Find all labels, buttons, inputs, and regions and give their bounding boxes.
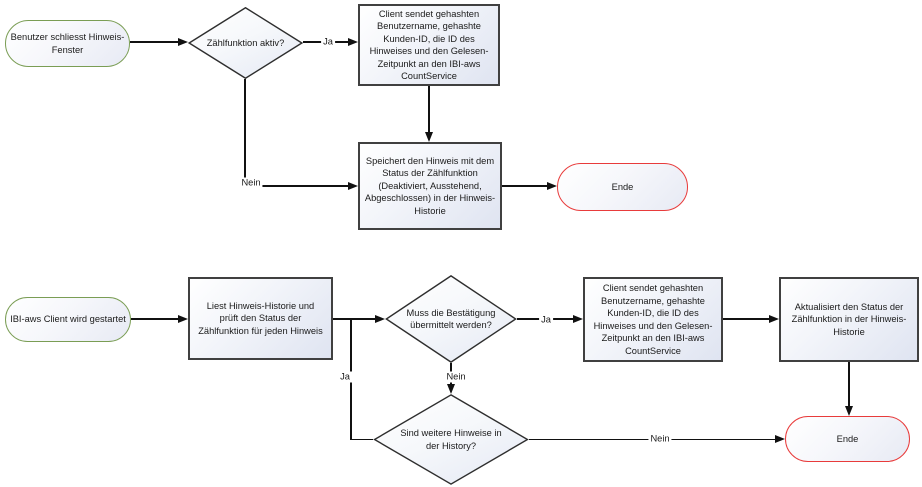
edge-label-ja: Ja [321,36,335,48]
flow2-process-aktualisiert-label: Aktualisiert den Status der Zählfunktion… [791,301,907,337]
flow1-process-client-sendet-label: Client sendet gehashten Benutzername, ge… [369,8,489,82]
arrowhead-f2-nein [446,384,455,394]
flow2-start-label: IBI-aws Client wird gestartet [10,314,126,325]
flow2-end-terminator: Ende [785,416,910,462]
diamond-shape [188,7,303,79]
flow2-process-liest: Liest Hinweis-Historie und prüft den Sta… [188,277,333,360]
diamond-shape [373,394,529,485]
connector-f2-aktualisiert-to-ende [848,362,850,406]
connector-f1-start-to-decision [130,41,178,43]
edge-label-nein-bestaetigung: Nein [444,371,468,383]
flow1-decision-label: Zählfunktion aktiv? [206,37,285,48]
flow2-end-label: Ende [836,433,859,444]
arrowhead-f1-start-to-decision [178,37,188,46]
connector-f2-client-to-aktualisiert [723,318,769,320]
flow1-decision-zaehlfunktion: Zählfunktion aktiv? [188,7,303,79]
flow1-end-label: Ende [611,181,634,192]
connector-f1-nein-horizontal [244,185,348,187]
connector-f1-to-ende [502,185,547,187]
flow1-start-terminator: Benutzer schliesst Hinweis- Fenster [5,20,130,67]
connector-f1-nein-vertical [244,79,246,186]
edge-label-ja-weitere: Ja [338,371,352,383]
flow2-process-client-sendet-label: Client sendet gehashten Benutzername, ge… [593,283,713,356]
arrowhead-f2-ja [573,314,583,323]
connector-f2-ja-loop-horizontal [350,438,373,441]
flow2-start-terminator: IBI-aws Client wird gestartet [5,297,131,342]
arrowhead-f2-aktualisiert-to-ende [844,406,853,416]
arrowhead-f2-nein-to-ende [775,435,785,443]
flow2-process-liest-label: Liest Hinweis-Historie und prüft den Sta… [198,300,323,336]
arrowhead-f1-nein [348,181,358,190]
arrowhead-f2-start-to-liest [178,314,188,323]
arrowhead-f1-ja [348,37,358,46]
connector-f1-client-to-speichert [428,86,430,132]
arrowhead-f1-to-ende [547,181,557,190]
edge-label-ja-bestaetigung: Ja [539,314,553,326]
edge-label-nein: Nein [239,177,263,189]
flow2-decision-weitere-hinweise: Sind weitere Hinweise in der History? [373,394,529,485]
connector-f2-start-to-liest [131,318,178,320]
flow2-decision-bestaetigung: Muss die Bestätigung übermittelt werden? [385,275,517,363]
flow1-process-speichert-label: Speichert den Hinweis mit dem Status der… [364,155,496,216]
connector-f2-liest-to-decision [333,318,375,320]
flow1-process-speichert: Speichert den Hinweis mit dem Status der… [358,142,502,230]
flow2-process-client-sendet: Client sendet gehashten Benutzername, ge… [583,277,723,362]
edge-label-nein-weitere: Nein [648,433,672,445]
flow1-end-terminator: Ende [557,163,688,211]
flow1-process-client-sendet: Client sendet gehashten Benutzername, ge… [358,4,500,86]
flow2-decision-bestaetigung-label: Muss die Bestätigung übermittelt werden? [406,307,496,331]
diamond-shape [385,275,517,363]
arrowhead-f2-client-to-aktualisiert [769,314,779,323]
flow2-decision-weitere-hinweise-label: Sind weitere Hinweise in der History? [400,428,502,451]
arrowhead-f1-client-to-speichert [424,132,433,142]
flow2-process-aktualisiert: Aktualisiert den Status der Zählfunktion… [779,277,919,362]
flow1-start-label: Benutzer schliesst Hinweis- Fenster [10,32,125,55]
arrowhead-f2-liest-to-decision [375,314,385,323]
